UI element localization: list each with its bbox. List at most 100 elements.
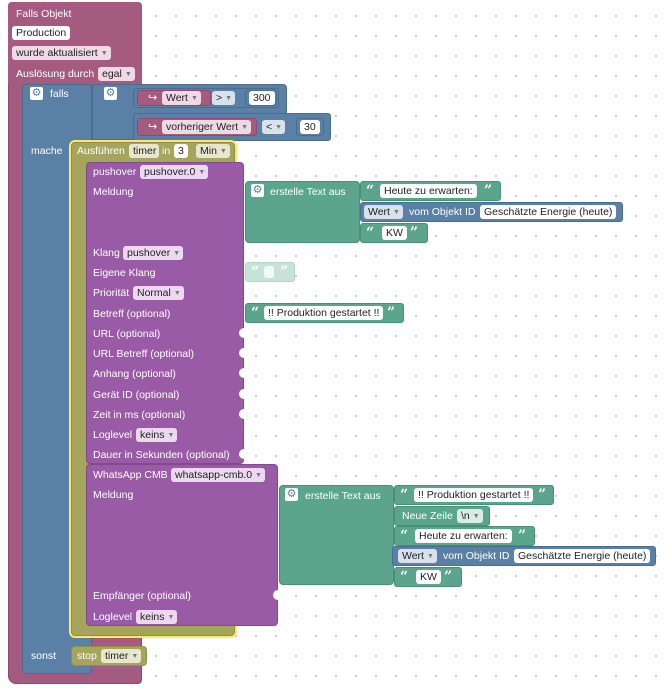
whatsapp-meldung-label: Meldung xyxy=(93,489,134,501)
cond2-variable-dropdown[interactable]: vorheriger Wert▼ xyxy=(162,120,252,134)
pushover-geraet-label: Gerät ID (optional) xyxy=(93,389,180,401)
pushover-loglevel-dropdown[interactable]: keins▼ xyxy=(136,428,178,442)
quote-close-icon: ” xyxy=(518,528,527,544)
whatsapp-instance-value: whatsapp-cmb.0 xyxy=(175,469,253,481)
pushover-prioritaet-label: Priorität xyxy=(93,287,130,299)
pushover-klang-value: pushover xyxy=(127,247,171,259)
sonst-label: sonst xyxy=(31,650,57,662)
whatsapp-newline-dropdown[interactable]: \n▼ xyxy=(457,509,483,523)
whatsapp-loglevel-dropdown[interactable]: keins▼ xyxy=(136,610,178,624)
input-socket-dauer[interactable] xyxy=(239,449,245,459)
quote-close-icon: ” xyxy=(484,183,493,199)
if-gear-icon[interactable]: ⚙ xyxy=(30,87,43,100)
stop-timer-dropdown[interactable]: timer▼ xyxy=(101,649,142,663)
input-socket-url[interactable] xyxy=(239,328,245,338)
quote-open-icon: “ xyxy=(400,528,409,544)
falls-label: falls xyxy=(50,88,69,100)
whatsapp-text-join-block[interactable] xyxy=(279,485,394,585)
eigene-klang-text-field[interactable] xyxy=(264,266,274,278)
pushover-klang-dropdown[interactable]: pushover▼ xyxy=(123,246,184,260)
pushover-zeit-label: Zeit in ms (optional) xyxy=(93,409,186,421)
input-socket-geraet[interactable] xyxy=(239,389,245,399)
trigger-dropdown[interactable]: wurde aktualisiert▼ xyxy=(12,46,111,60)
whatsapp-text-2-field[interactable]: Heute zu erwarten: xyxy=(415,529,512,543)
cond2-operator-value: < xyxy=(266,121,273,133)
timer-name-field[interactable]: timer xyxy=(129,144,160,158)
stop-label: stop xyxy=(77,650,97,662)
whatsapp-text-join-gear-icon[interactable]: ⚙ xyxy=(285,488,298,501)
cond1-operator-value: > xyxy=(216,92,223,104)
whatsapp-object-id-field[interactable]: Geschätzte Energie (heute) xyxy=(514,549,651,563)
pushover-prioritaet-value: Normal xyxy=(137,287,171,299)
pushover-label: pushover xyxy=(93,166,137,178)
pushover-betreff-field[interactable]: !! Produktion gestartet !! xyxy=(264,306,384,320)
pushover-loglevel-label: Loglevel xyxy=(93,429,133,441)
quote-close-icon: ” xyxy=(444,569,453,585)
object-id-field[interactable]: Production xyxy=(12,26,71,40)
cond1-operator-dropdown[interactable]: >▼ xyxy=(212,91,236,105)
cond1-variable-dropdown[interactable]: Wert▼ xyxy=(162,91,201,105)
cause-dropdown-value: egal xyxy=(102,68,122,80)
event-title: Falls Objekt xyxy=(16,8,72,20)
variable-arrow-icon: ↪ xyxy=(148,92,158,104)
quote-open-icon: “ xyxy=(400,487,409,503)
pushover-text-join-block[interactable] xyxy=(245,181,360,243)
pushover-object-id-label: vom Objekt ID xyxy=(409,206,476,218)
pushover-prioritaet-dropdown[interactable]: Normal▼ xyxy=(133,286,184,300)
whatsapp-loglevel-label: Loglevel xyxy=(93,611,133,623)
pushover-text-2-field[interactable]: KW xyxy=(382,226,407,240)
pushover-url-label: URL (optional) xyxy=(93,328,161,340)
quote-open-icon: “ xyxy=(251,305,260,321)
pushover-text-join-label: erstelle Text aus xyxy=(270,186,346,198)
whatsapp-text-join-label: erstelle Text aus xyxy=(305,490,381,502)
cond1-number-field[interactable]: 300 xyxy=(249,91,275,105)
whatsapp-newline-label: Neue Zeile xyxy=(402,510,453,522)
pushover-meldung-label: Meldung xyxy=(93,186,134,198)
pushover-instance-value: pushover.0 xyxy=(144,166,196,178)
timer-unit-dropdown[interactable]: Min▼ xyxy=(196,144,230,158)
whatsapp-label: WhatsApp CMB xyxy=(93,469,168,481)
quote-close-icon: ” xyxy=(538,487,547,503)
pushover-instance-dropdown[interactable]: pushover.0▼ xyxy=(140,165,209,179)
pushover-klang-label: Klang xyxy=(93,247,120,259)
input-socket-anhang[interactable] xyxy=(239,368,245,378)
pushover-text-join-gear-icon[interactable]: ⚙ xyxy=(251,184,264,197)
whatsapp-object-value-dropdown[interactable]: Wert▼ xyxy=(398,549,437,563)
cond2-operator-dropdown[interactable]: <▼ xyxy=(262,120,286,134)
pushover-text-1-field[interactable]: Heute zu erwarten: xyxy=(380,184,477,198)
pushover-loglevel-value: keins xyxy=(140,429,165,441)
input-socket-empfaenger[interactable] xyxy=(273,590,279,600)
cause-dropdown[interactable]: egal▼ xyxy=(98,67,135,81)
variable-arrow-icon-2: ↪ xyxy=(148,121,158,133)
logic-and-gear-icon[interactable]: ⚙ xyxy=(104,87,117,100)
whatsapp-object-id-label: vom Objekt ID xyxy=(443,550,510,562)
whatsapp-object-value-label: Wert xyxy=(402,550,424,562)
pushover-dauer-label: Dauer in Sekunden (optional) xyxy=(93,449,230,461)
whatsapp-instance-dropdown[interactable]: whatsapp-cmb.0▼ xyxy=(171,468,265,482)
timer-in-label: in xyxy=(162,145,171,157)
whatsapp-block[interactable] xyxy=(86,464,278,626)
timer-amount-field[interactable]: 3 xyxy=(174,144,188,158)
timer-label: Ausführen xyxy=(77,145,125,157)
quote-close-icon: ” xyxy=(280,264,289,280)
cond1-variable-value: Wert xyxy=(166,92,188,104)
pushover-object-id-field[interactable]: Geschätzte Energie (heute) xyxy=(480,205,617,219)
timer-unit-value: Min xyxy=(200,145,217,157)
trigger-dropdown-value: wurde aktualisiert xyxy=(16,47,98,59)
cond2-number-field[interactable]: 30 xyxy=(300,120,320,134)
whatsapp-text-3-field[interactable]: KW xyxy=(416,570,441,584)
quote-close-icon: ” xyxy=(387,305,396,321)
quote-open-icon: “ xyxy=(366,183,375,199)
cause-label: Auslösung durch xyxy=(16,68,95,80)
pushover-anhang-label: Anhang (optional) xyxy=(93,368,176,380)
whatsapp-text-1-field[interactable]: !! Produktion gestartet !! xyxy=(414,488,534,502)
whatsapp-loglevel-value: keins xyxy=(140,611,165,623)
pushover-block[interactable] xyxy=(86,162,244,464)
input-socket-url-betreff[interactable] xyxy=(239,348,245,358)
pushover-eigene-klang-label: Eigene Klang xyxy=(93,267,156,279)
quote-open-icon: “ xyxy=(400,569,409,585)
pushover-betreff-label: Betreff (optional) xyxy=(93,308,171,320)
input-socket-zeit[interactable] xyxy=(239,409,245,419)
pushover-object-value-dropdown[interactable]: Wert▼ xyxy=(364,205,403,219)
stop-timer-value: timer xyxy=(105,650,129,662)
